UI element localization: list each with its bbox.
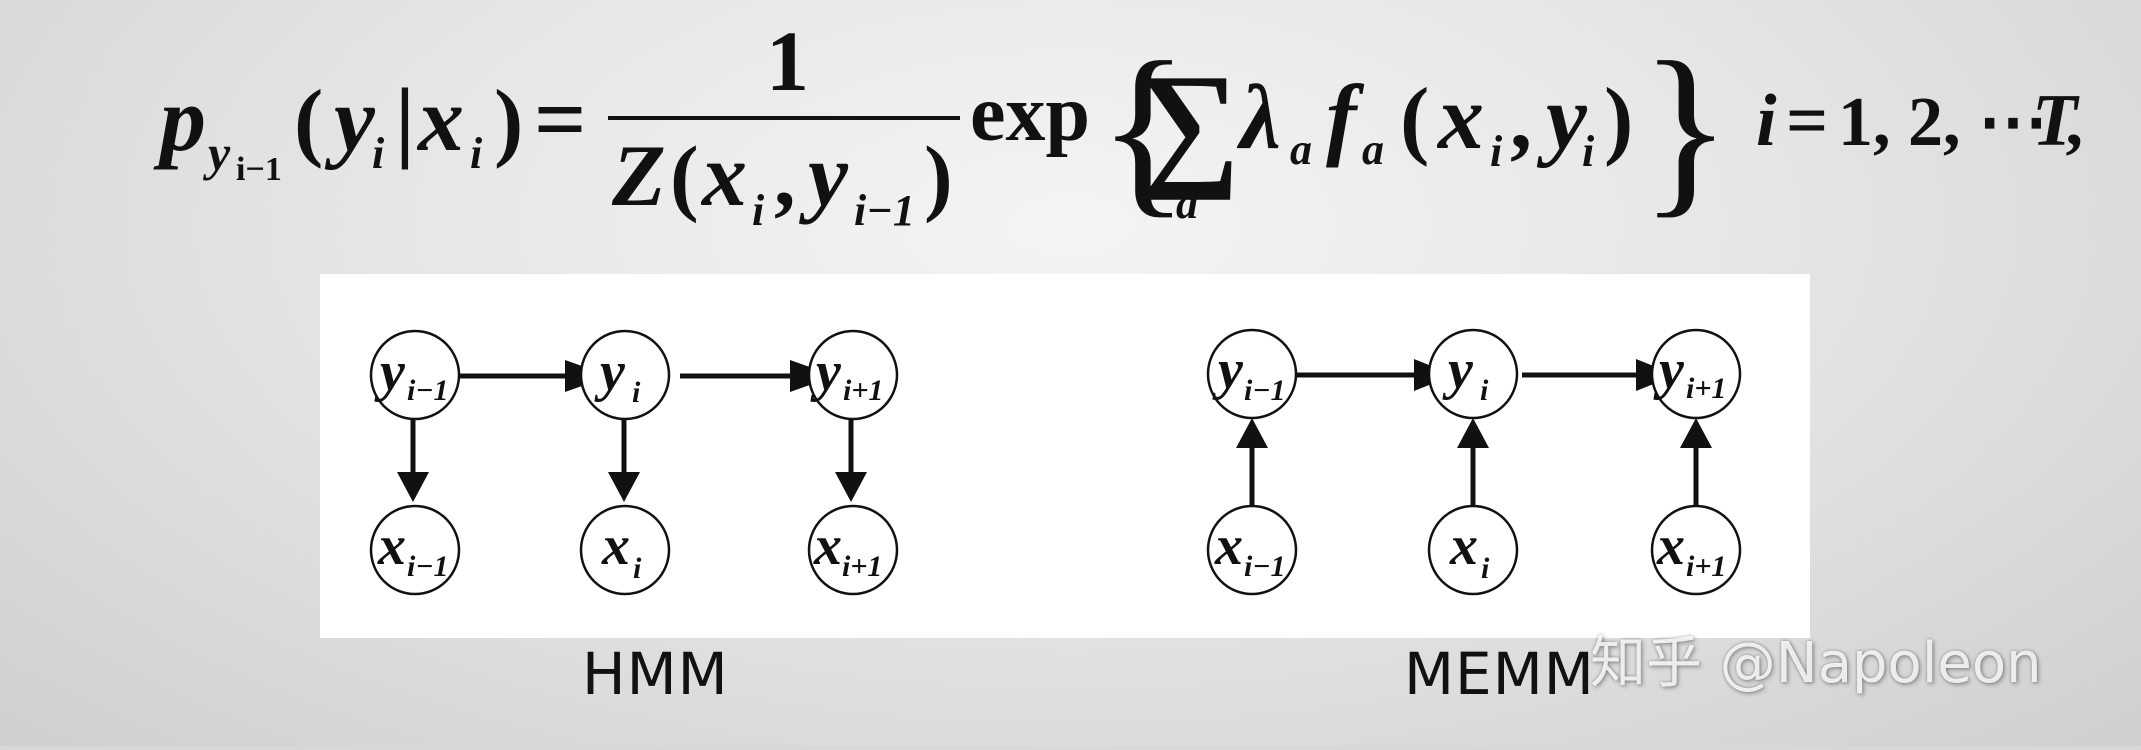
eq-sum-comma: ,: [1510, 71, 1532, 168]
hmm-arrowhead: [835, 472, 867, 502]
memm-node-var: y: [1442, 339, 1474, 401]
hmm-node-index: i−1: [407, 550, 449, 583]
eq-denominator-y: y: [798, 126, 849, 225]
hmm-node-index: i+1: [843, 374, 883, 407]
eq-p-sub-y: y: [203, 125, 231, 181]
eq-lhs-x-index: i: [470, 129, 483, 178]
eq-sum-x-index: i: [1490, 127, 1503, 176]
hmm-node-index: i−1: [407, 374, 449, 407]
bottom-divider: [0, 746, 2141, 750]
hmm-node-var: x: [813, 515, 842, 577]
eq-denominator-comma: ,: [774, 128, 796, 224]
memm-node-var: y: [1212, 339, 1244, 401]
memm-node-var: x: [1214, 515, 1243, 577]
eq-denominator-close-paren: ): [924, 128, 953, 224]
memm-node-var: x: [1449, 515, 1478, 577]
eq-lhs-open-paren: (: [294, 73, 323, 170]
eq-exp: exp: [970, 70, 1090, 158]
hmm-caption: HMM: [582, 640, 729, 708]
memm-arrowhead: [1457, 418, 1489, 448]
memm-node-x-cur: x i: [1427, 504, 1519, 596]
eq-sum-y-index: i: [1582, 127, 1595, 176]
eq-f: f: [1326, 66, 1365, 168]
memm-node-index: i−1: [1244, 550, 1286, 583]
hmm-node-var: y: [594, 341, 626, 403]
eq-denominator-x: x: [700, 126, 747, 225]
watermark-text: 知乎 @Napoleon: [1590, 631, 2042, 696]
memm-caption: MEMM: [1404, 640, 1595, 708]
eq-range-values: 1, 2, ⋯ ,: [1838, 84, 2083, 161]
eq-lhs-close-paren: ): [494, 73, 523, 170]
hmm-node-y-next: y i+1: [807, 329, 899, 421]
eq-sigma: ∑: [1140, 46, 1240, 201]
hmm-node-var: x: [601, 515, 630, 577]
eq-lhs-y: y: [324, 68, 376, 170]
eq-sum-open-paren: (: [1400, 71, 1429, 168]
memm-node-index: i: [1481, 552, 1490, 585]
eq-equals: =: [534, 68, 586, 170]
hmm-node-index: i: [633, 552, 642, 585]
eq-sum-close-paren: ): [1604, 71, 1633, 168]
eq-lambda-index: a: [1290, 125, 1312, 174]
graphical-models-diagram: y i−1 y i y i+1 x i−1 x i: [369, 328, 1742, 596]
eq-left-brace: {: [1098, 24, 1189, 234]
eq-p-sub-index: i−1: [236, 151, 282, 188]
memm-node-index: i+1: [1686, 372, 1726, 405]
memm-node-x-next: x i+1: [1650, 504, 1742, 596]
graphical-models-panel: y i−1 y i y i+1 x i−1 x i: [320, 274, 1810, 638]
hmm-node-var: y: [810, 341, 842, 403]
hmm-node-y-prev: y i−1: [369, 329, 461, 421]
eq-sigma-index: a: [1176, 179, 1198, 228]
hmm-node-x-next: x i+1: [807, 504, 899, 596]
eq-numerator: 1: [766, 13, 809, 109]
eq-p: p: [153, 68, 206, 170]
eq-denominator-x-index: i: [752, 186, 765, 235]
eq-sum-x: x: [1436, 66, 1484, 168]
hmm-node-y-cur: y i: [579, 329, 671, 421]
memm-node-var: x: [1656, 515, 1685, 577]
eq-denominator-open-paren: (: [670, 128, 699, 224]
eq-denominator-y-index: i−1: [854, 186, 915, 235]
hmm-arrowhead: [608, 472, 640, 502]
hmm-node-x-cur: x i: [579, 504, 671, 596]
hmm-node-index: i: [632, 376, 641, 409]
eq-lambda: λ: [1236, 66, 1281, 168]
hmm-node-var: x: [377, 515, 406, 577]
hmm-arrowhead: [397, 472, 429, 502]
memm-node-y-cur: y i: [1427, 328, 1519, 420]
memm-probability-equation: p y i−1 ( y i | x i ) = 1 Z ( x i , y i−…: [153, 13, 2083, 235]
memm-arrowhead: [1680, 418, 1712, 448]
eq-right-brace: }: [1640, 24, 1731, 234]
eq-range-equals: =: [1786, 80, 1828, 162]
memm-diagram: y i−1 y i y i+1 x i−1 x i: [1206, 328, 1742, 596]
memm-arrowhead: [1236, 418, 1268, 448]
eq-f-index: a: [1362, 125, 1384, 174]
eq-range-i: i: [1756, 80, 1777, 162]
memm-node-y-prev: y i−1: [1206, 328, 1298, 420]
hmm-node-index: i+1: [842, 550, 882, 583]
memm-node-index: i: [1480, 374, 1489, 407]
memm-node-var: y: [1653, 339, 1685, 401]
memm-node-y-next: y i+1: [1650, 328, 1742, 420]
eq-range-t: T: [2032, 80, 2080, 162]
memm-node-x-prev: x i−1: [1206, 504, 1298, 596]
eq-denominator-z: Z: [611, 128, 666, 225]
eq-lhs-x: x: [416, 68, 464, 170]
hmm-node-var: y: [374, 341, 406, 403]
memm-node-index: i−1: [1244, 374, 1286, 407]
eq-lhs-bar: |: [395, 71, 415, 170]
hmm-diagram: y i−1 y i y i+1 x i−1 x i: [369, 329, 899, 596]
hmm-node-x-prev: x i−1: [369, 504, 461, 596]
eq-sum-y: y: [1536, 66, 1588, 168]
eq-lhs-y-index: i: [372, 129, 385, 178]
memm-node-index: i+1: [1686, 550, 1726, 583]
